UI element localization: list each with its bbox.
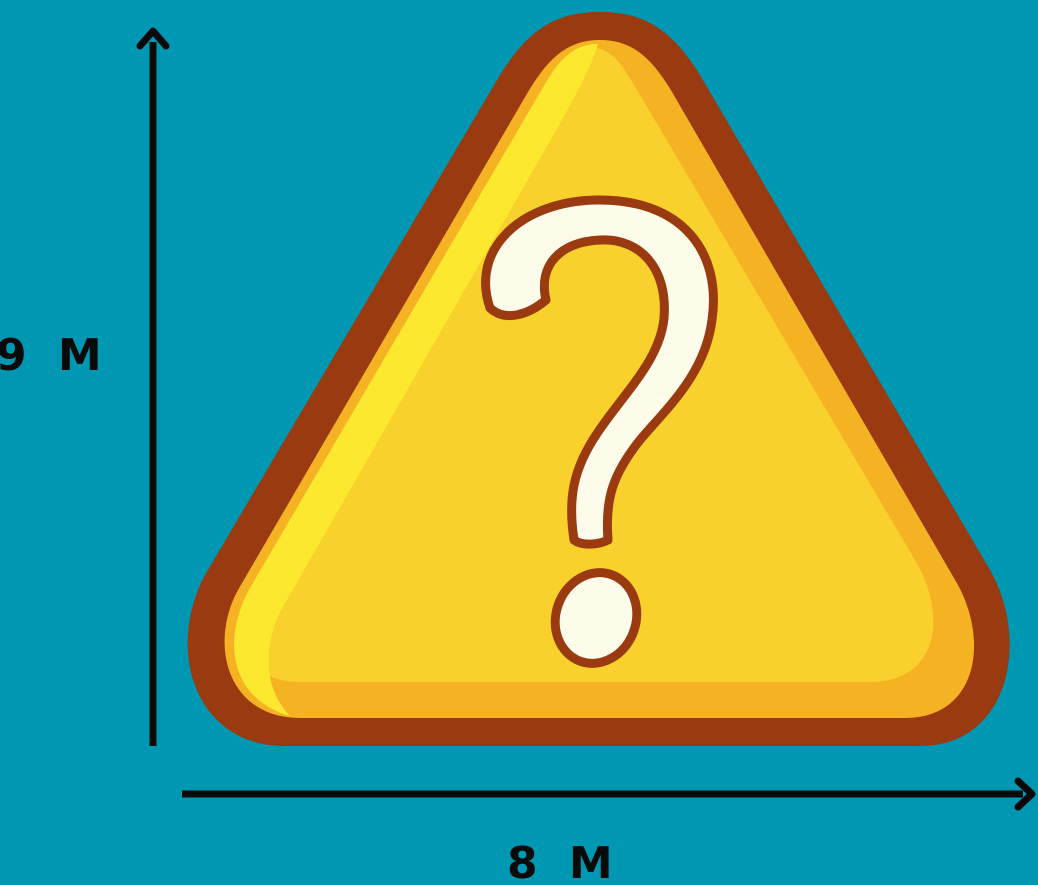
height-label: 9 M bbox=[0, 330, 110, 381]
width-label: 8 M bbox=[507, 838, 621, 885]
warning-triangle-icon bbox=[187, 12, 1010, 746]
height-arrow bbox=[136, 27, 170, 746]
triangle-face bbox=[248, 47, 934, 682]
height-arrow-head bbox=[136, 27, 170, 50]
question-mark-icon bbox=[481, 195, 718, 668]
triangle-highlight bbox=[234, 44, 598, 716]
question-mark-hook bbox=[481, 195, 718, 549]
width-arrow-head bbox=[1014, 777, 1036, 811]
width-arrow bbox=[182, 777, 1036, 811]
question-mark-dot bbox=[550, 568, 642, 668]
